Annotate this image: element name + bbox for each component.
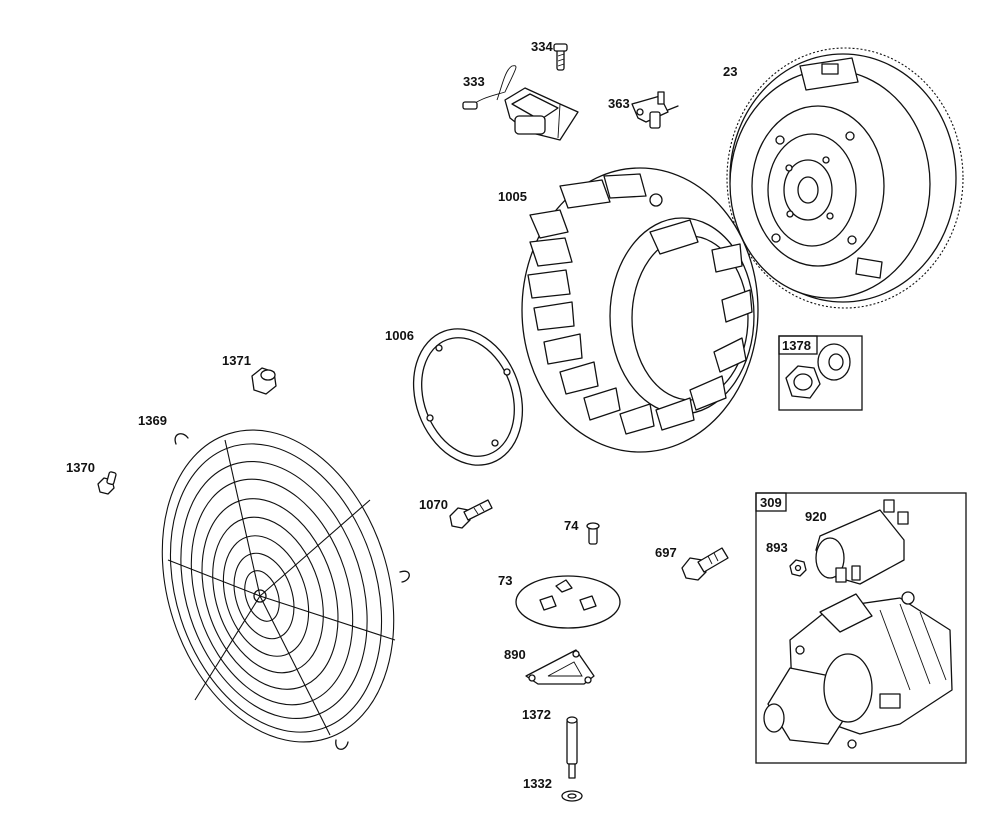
label-333: 333 (463, 74, 485, 89)
part-893-nut (789, 559, 807, 577)
part-1006-spacer-plate (412, 328, 524, 466)
part-1370-bolt (97, 471, 117, 495)
part-1070-bolt (449, 499, 493, 529)
label-890: 890 (504, 647, 526, 662)
part-334-screw (553, 43, 568, 71)
part-1332-washer (561, 790, 583, 802)
part-1372-standoff (566, 716, 578, 779)
part-23-flywheel (726, 47, 964, 309)
label-1005: 1005 (498, 189, 527, 204)
label-74: 74 (564, 518, 579, 533)
label-1369: 1369 (138, 413, 167, 428)
label-1006: 1006 (385, 328, 414, 343)
label-697: 697 (655, 545, 677, 560)
label-363: 363 (608, 96, 630, 111)
label-334: 334 (531, 39, 553, 54)
part-363-bracket (631, 91, 679, 129)
part-1005-cooling-fan (521, 167, 759, 453)
part-890-triangle-bracket (525, 649, 595, 685)
starter-motor-body (763, 591, 953, 749)
label-23: 23 (723, 64, 737, 79)
part-697-bolt (681, 547, 729, 581)
label-1332: 1332 (523, 776, 552, 791)
label-1372: 1372 (522, 707, 551, 722)
part-1371-hex-spacer (251, 367, 277, 395)
label-893: 893 (766, 540, 788, 555)
part-74-pin (586, 522, 600, 545)
label-1371: 1371 (222, 353, 251, 368)
label-1070: 1070 (419, 497, 448, 512)
label-1370: 1370 (66, 460, 95, 475)
part-73-cover-disc (515, 575, 621, 629)
label-309: 309 (760, 495, 782, 510)
label-920: 920 (805, 509, 827, 524)
part-309-starter-assembly-box (755, 492, 967, 764)
label-73: 73 (498, 573, 512, 588)
part-1369-fan-guard (161, 429, 410, 750)
label-1378: 1378 (782, 338, 811, 353)
part-920-solenoid (815, 499, 909, 585)
part-333-ignition-coil (462, 65, 579, 141)
part-1378-nut-washer-box (778, 335, 863, 411)
